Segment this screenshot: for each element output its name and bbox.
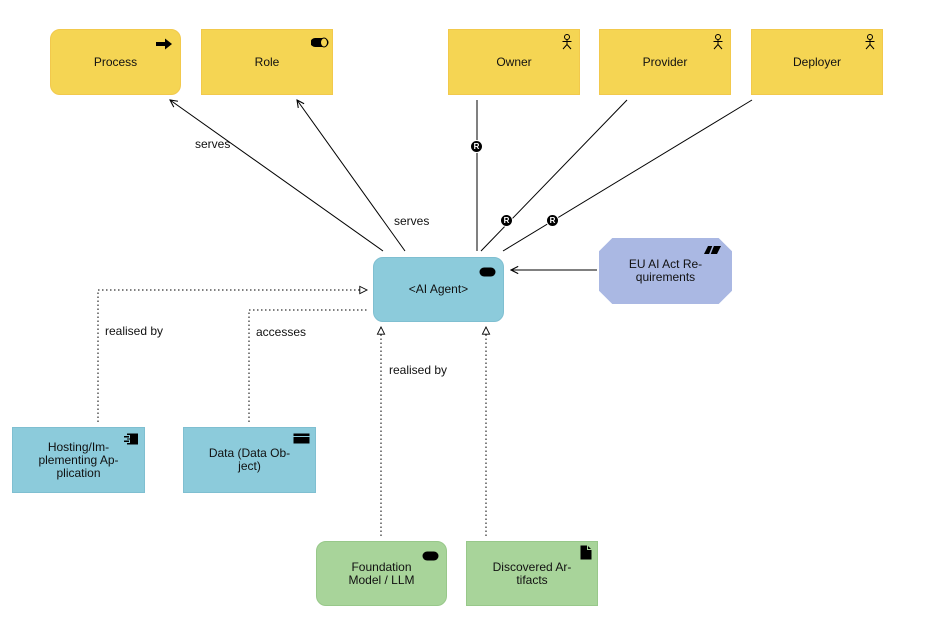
actor-icon bbox=[865, 34, 875, 50]
node-label: Process bbox=[93, 54, 138, 69]
component-icon bbox=[123, 433, 138, 445]
node-owner[interactable]: Owner bbox=[448, 29, 580, 95]
node-eu-ai-act-requirements[interactable]: EU AI Act Re- quirements bbox=[599, 238, 732, 304]
node-data-object[interactable]: Data (Data Ob- ject) bbox=[183, 427, 316, 493]
node-provider[interactable]: Provider bbox=[599, 29, 731, 95]
node-label: Owner bbox=[496, 54, 532, 69]
service-icon bbox=[422, 551, 439, 561]
node-discovered-artifacts[interactable]: Discovered Ar- tifacts bbox=[466, 541, 598, 606]
node-deployer[interactable]: Deployer bbox=[751, 29, 883, 95]
edge-label-realised-by: realised by bbox=[389, 363, 448, 377]
node-label: Discovered Ar- tifacts bbox=[492, 559, 572, 587]
artifact-icon bbox=[580, 545, 592, 560]
node-hosting-application[interactable]: Hosting/Im- plementing Ap- plication bbox=[12, 427, 145, 493]
edge-accesses-data[interactable] bbox=[248, 309, 367, 422]
edge-label-accesses: accesses bbox=[256, 325, 307, 339]
node-process[interactable]: Process bbox=[50, 29, 181, 95]
node-label: Hosting/Im- plementing Ap- plication bbox=[38, 439, 119, 480]
service-icon bbox=[479, 267, 496, 277]
node-foundation-model[interactable]: Foundation Model / LLM bbox=[316, 541, 447, 606]
edge-label-serves: serves bbox=[195, 137, 231, 151]
node-role[interactable]: Role bbox=[201, 29, 333, 95]
process-arrow-icon bbox=[156, 38, 172, 50]
actor-icon bbox=[562, 34, 572, 50]
edge-label-realised-by: realised by bbox=[105, 324, 164, 338]
node-ai-agent[interactable]: <AI Agent> bbox=[373, 257, 504, 322]
edge-serves-process[interactable] bbox=[170, 100, 384, 252]
node-label: <AI Agent> bbox=[408, 282, 469, 296]
edge-provider-agent[interactable] bbox=[480, 99, 628, 252]
node-label: Deployer bbox=[792, 54, 842, 69]
requirement-icon bbox=[704, 246, 721, 254]
edge-deployer-agent[interactable] bbox=[502, 99, 753, 252]
actor-icon bbox=[713, 34, 723, 50]
assignment-badge: R bbox=[546, 214, 559, 227]
assignment-badge: R bbox=[500, 214, 513, 227]
data-object-icon bbox=[293, 433, 310, 444]
assignment-badge: R bbox=[470, 140, 483, 153]
edge-realised-by-hosting[interactable] bbox=[97, 290, 367, 422]
node-label: Provider bbox=[642, 54, 688, 69]
role-icon bbox=[311, 37, 329, 48]
node-label: EU AI Act Re- quirements bbox=[628, 257, 703, 284]
edge-serves-role[interactable] bbox=[297, 100, 406, 252]
edge-label-serves: serves bbox=[394, 214, 430, 228]
node-label: Role bbox=[254, 54, 280, 69]
node-label: Foundation Model / LLM bbox=[348, 559, 415, 587]
node-label: Data (Data Ob- ject) bbox=[208, 446, 291, 473]
